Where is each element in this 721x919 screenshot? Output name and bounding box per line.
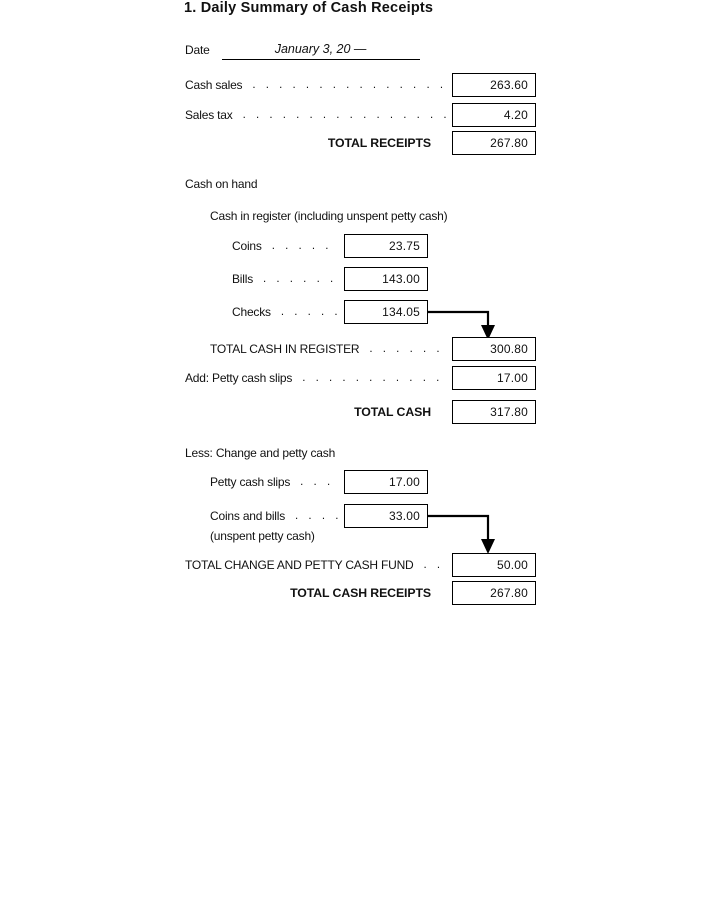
total-cash-receipts-value-box: 267.80 <box>452 581 536 605</box>
petty-cash-slips-label: Petty cash slips <box>210 475 291 489</box>
bills-value-box: 143.00 <box>344 267 428 291</box>
total-cash-in-register-row: TOTAL CASH IN REGISTER . . . . . . . 300… <box>210 337 536 361</box>
total-receipts-value-box: 267.80 <box>452 131 536 155</box>
date-row: Date January 3, 20 — <box>185 42 420 60</box>
coins-and-bills-label: Coins and bills <box>210 509 286 523</box>
coins-row: Coins . . . . . . 23.75 <box>232 234 428 258</box>
dot-leader: . . . . . . <box>263 273 337 285</box>
cash-sales-row: Cash sales . . . . . . . . . . . . . . .… <box>185 73 536 97</box>
bills-label: Bills <box>232 272 254 286</box>
dot-leader: . . . . . . . . . . . . . . . . . . <box>242 109 446 121</box>
flow-arrow-down-icon <box>428 310 495 340</box>
cash-sales-label: Cash sales <box>185 78 243 92</box>
page-title: 1. Daily Summary of Cash Receipts <box>184 0 434 16</box>
dot-leader: . . . . . . <box>271 240 338 252</box>
coins-label: Coins <box>232 239 262 253</box>
coins-value-box: 23.75 <box>344 234 428 258</box>
add-petty-cash-slips-value-box: 17.00 <box>452 366 536 390</box>
total-cash-receipts-label: TOTAL CASH RECEIPTS <box>290 586 431 600</box>
total-change-fund-row: TOTAL CHANGE AND PETTY CASH FUND . . 50.… <box>185 553 536 577</box>
dot-leader: . . . . <box>295 510 338 522</box>
flow-arrow-down-icon <box>428 514 495 554</box>
cash-on-hand-heading: Cash on hand <box>185 177 258 191</box>
checks-value-box: 134.05 <box>344 300 428 324</box>
total-cash-value-box: 317.80 <box>452 400 536 424</box>
total-change-fund-value-box: 50.00 <box>452 553 536 577</box>
total-cash-in-register-value-box: 300.80 <box>452 337 536 361</box>
checks-row: Checks . . . . . . 134.05 <box>232 300 428 324</box>
dot-leader: . . . . <box>300 476 338 488</box>
cash-in-register-heading: Cash in register (including unspent pett… <box>210 209 448 223</box>
sales-tax-label: Sales tax <box>185 108 233 122</box>
checks-label: Checks <box>232 305 271 319</box>
dot-leader: . . . . . . . <box>369 343 446 355</box>
dot-leader: . . . . . . . . . . . . . <box>302 372 446 384</box>
total-cash-label: TOTAL CASH <box>354 405 431 419</box>
sales-tax-row: Sales tax . . . . . . . . . . . . . . . … <box>185 103 536 127</box>
coins-and-bills-note: (unspent petty cash) <box>210 529 315 543</box>
add-petty-cash-slips-row: Add: Petty cash slips . . . . . . . . . … <box>185 366 536 390</box>
coins-and-bills-row: Coins and bills . . . . 33.00 <box>210 504 428 528</box>
total-cash-in-register-label: TOTAL CASH IN REGISTER <box>210 342 360 356</box>
coins-and-bills-value-box: 33.00 <box>344 504 428 528</box>
sales-tax-value-box: 4.20 <box>452 103 536 127</box>
date-value: January 3, 20 — <box>221 42 420 60</box>
total-cash-receipts-row: TOTAL CASH RECEIPTS 267.80 <box>185 581 536 605</box>
petty-cash-slips-row: Petty cash slips . . . . 17.00 <box>210 470 428 494</box>
dot-leader: . . . . . . . . . . . . . . . . . . <box>252 79 446 91</box>
bills-row: Bills . . . . . . 143.00 <box>232 267 428 291</box>
total-cash-row: TOTAL CASH 317.80 <box>185 400 536 424</box>
total-receipts-row: TOTAL RECEIPTS 267.80 <box>185 131 536 155</box>
less-change-heading: Less: Change and petty cash <box>185 446 336 460</box>
dot-leader: . . <box>423 559 444 571</box>
total-receipts-label: TOTAL RECEIPTS <box>327 136 431 150</box>
cash-sales-value-box: 263.60 <box>452 73 536 97</box>
dot-leader: . . . . . . <box>280 306 338 318</box>
add-petty-cash-slips-label: Add: Petty cash slips <box>185 371 293 385</box>
petty-cash-slips-value-box: 17.00 <box>344 470 428 494</box>
total-change-fund-label: TOTAL CHANGE AND PETTY CASH FUND <box>185 558 414 572</box>
date-label: Date <box>185 43 210 57</box>
